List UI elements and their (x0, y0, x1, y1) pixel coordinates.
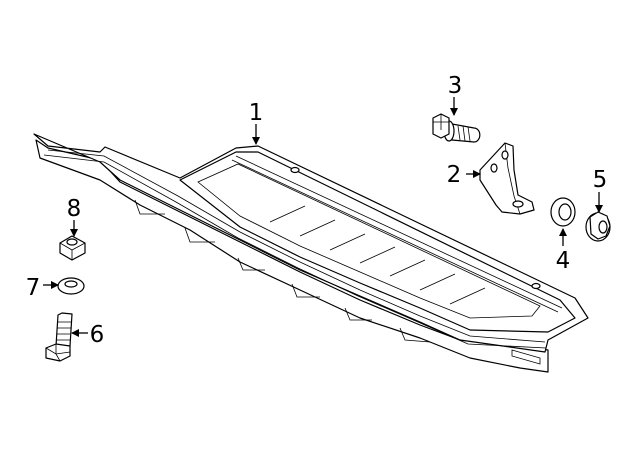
flange-nut-part (585, 211, 611, 242)
bracket-part (479, 142, 535, 215)
callout-labels: 1 2 3 4 5 6 7 8 (26, 73, 608, 348)
callout-1: 1 (249, 100, 264, 126)
flange-bolt-part (432, 113, 481, 143)
callout-4: 4 (556, 248, 571, 274)
hex-nut-part (59, 235, 86, 261)
callout-2: 2 (447, 162, 462, 188)
callout-8: 8 (67, 196, 82, 222)
leader-lines (43, 97, 603, 337)
callout-3: 3 (448, 73, 463, 99)
callout-7: 7 (26, 275, 41, 301)
callout-6: 6 (90, 322, 105, 348)
skid-plate-part (33, 133, 589, 373)
callout-5: 5 (593, 167, 608, 193)
washer-grommet-part (550, 197, 576, 227)
flat-washer-part (57, 277, 85, 295)
hex-bolt-part (45, 312, 73, 362)
